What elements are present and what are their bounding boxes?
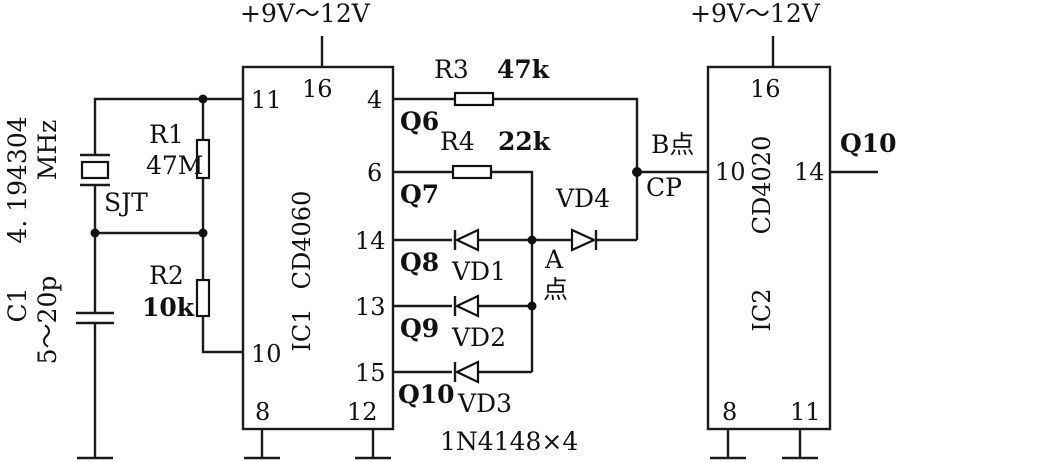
resistor-r3 <box>453 91 495 107</box>
ic1-pin4: 4 <box>367 86 382 114</box>
diode-vd2 <box>453 294 480 318</box>
ic1-pin16: 16 <box>302 75 333 103</box>
r2-ref: R2 <box>149 261 184 290</box>
ic1-body <box>241 65 395 431</box>
junction-b <box>632 167 642 177</box>
crystal-symbol <box>80 153 110 187</box>
ic2-pin14: 14 <box>794 158 825 186</box>
q10-label: Q10 <box>398 380 455 409</box>
crystal-frequency: 4. 194304 <box>3 116 32 243</box>
q8-label: Q8 <box>400 248 439 277</box>
r3-to-b-wire <box>493 97 639 240</box>
c1-ref: C1 <box>3 287 32 322</box>
crystal-unit: MHz <box>33 120 62 181</box>
junction <box>198 94 208 104</box>
junction <box>90 228 100 238</box>
cp-label: CP <box>646 173 682 202</box>
ic1-supply-label: +9V～12V <box>240 0 371 28</box>
ic1-pin14: 14 <box>355 227 386 255</box>
r1-ref: R1 <box>149 120 184 149</box>
pin10-wire <box>201 316 243 354</box>
ic2-pin11: 11 <box>790 398 821 426</box>
ic2-part-label: CD4020 <box>748 136 776 235</box>
ic1-pin12: 12 <box>347 398 378 426</box>
junction <box>527 301 537 311</box>
r4-value: 22k <box>498 127 551 156</box>
ground-symbol <box>77 335 113 460</box>
ic1-ref-label: IC1 <box>288 308 316 351</box>
diode-vd4 <box>570 228 598 252</box>
ic2-body <box>706 65 832 431</box>
vd4-label: VD4 <box>555 184 610 213</box>
capacitor-c1 <box>76 311 114 335</box>
junction-a <box>527 235 537 245</box>
c1-value: 5～20p <box>33 276 62 365</box>
ic1-pin6: 6 <box>367 159 382 187</box>
ic1-pin11: 11 <box>251 86 282 114</box>
vd1-label: VD1 <box>451 257 506 286</box>
ic1-part-label: CD4060 <box>288 191 316 290</box>
r1-value: 47M <box>146 151 203 180</box>
diode-vd1 <box>453 228 480 252</box>
ic1-pin10: 10 <box>251 340 282 368</box>
ic1-pin15: 15 <box>355 359 386 387</box>
q6-label: Q6 <box>400 107 439 136</box>
ic1-pin13: 13 <box>355 293 386 321</box>
r2-value: 10k <box>142 293 195 322</box>
ground-symbol <box>244 429 280 460</box>
vd2-label: VD2 <box>451 323 506 352</box>
node-a-label: A <box>544 245 564 274</box>
crystal-ref: SJT <box>104 188 148 217</box>
resistor-r1 <box>195 138 211 180</box>
ic2-ref-label: IC2 <box>748 288 776 331</box>
ic2-output-label: Q10 <box>840 129 897 158</box>
ic2-pin8: 8 <box>722 398 737 426</box>
ground-symbol <box>710 429 746 460</box>
ground-symbol <box>355 429 391 460</box>
ic2-pin16: 16 <box>750 75 781 103</box>
q7-label: Q7 <box>400 180 439 209</box>
diode-vd3 <box>453 360 480 384</box>
pin11-wire <box>93 97 243 155</box>
ic2-pin10: 10 <box>715 158 746 186</box>
diodes-note: 1N4148×4 <box>440 427 578 456</box>
r4-ref: R4 <box>440 127 475 156</box>
ic2-supply-label: +9V～12V <box>690 0 821 28</box>
node-a-suffix: 点 <box>543 275 568 304</box>
resistor-r2 <box>195 278 211 318</box>
node-b-label: B点 <box>651 130 694 159</box>
r3-ref: R3 <box>434 55 469 84</box>
vd3-label: VD3 <box>457 389 512 418</box>
junction <box>198 228 208 238</box>
r3-value: 47k <box>497 55 550 84</box>
q9-label: Q9 <box>400 314 439 343</box>
ground-symbol <box>782 429 818 460</box>
resistor-r4 <box>451 164 493 180</box>
ic1-pin8: 8 <box>255 398 270 426</box>
